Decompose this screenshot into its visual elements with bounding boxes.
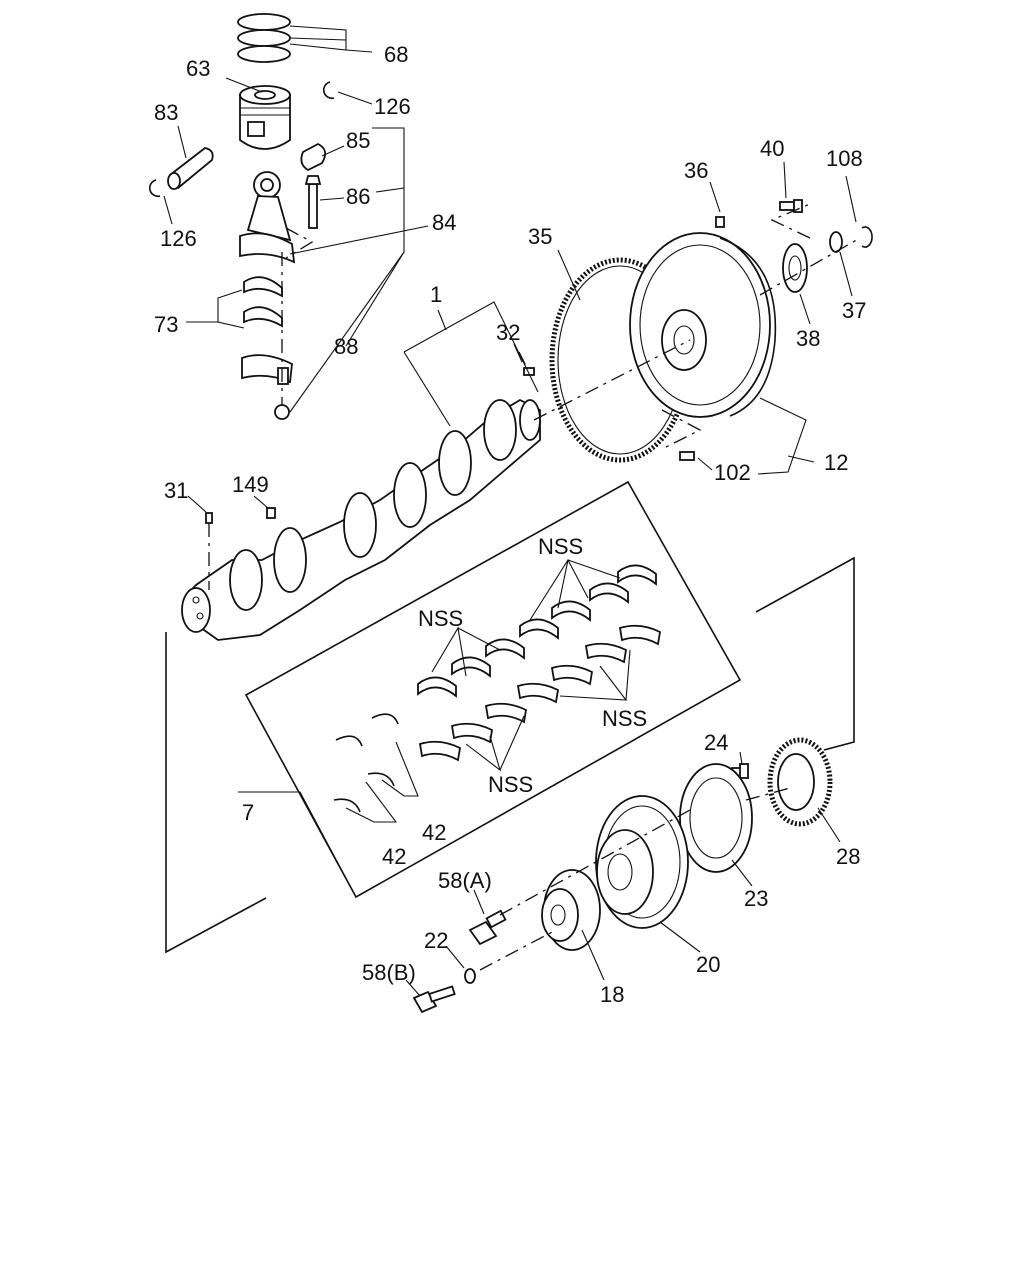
rod-nut — [274, 404, 290, 420]
label-nss-left: NSS — [418, 606, 463, 631]
crankshaft — [181, 398, 541, 641]
label-12: 12 — [824, 450, 848, 475]
nss-leaders — [431, 558, 631, 772]
label-126-lower: 126 — [160, 226, 197, 251]
snap-ring-lower — [148, 179, 161, 198]
timing-gear-28 — [767, 737, 833, 827]
label-36: 36 — [684, 158, 708, 183]
small-end-bushing — [300, 142, 327, 172]
label-22: 22 — [424, 928, 448, 953]
bolt-58b — [412, 985, 456, 1014]
dowel-pin-32 — [518, 351, 535, 376]
bolt-40 — [779, 199, 803, 213]
leader-lines — [163, 25, 857, 997]
pilot-bearing-38 — [782, 243, 808, 293]
label-58b: 58(B) — [362, 960, 416, 985]
piston — [239, 85, 291, 150]
rod-bearing-shells — [243, 276, 283, 328]
rod-bolt — [304, 175, 322, 229]
label-32: 32 — [496, 320, 520, 345]
damper-18 — [541, 869, 601, 951]
label-149: 149 — [232, 472, 269, 497]
label-35: 35 — [528, 224, 552, 249]
main-bearings-upper — [417, 564, 657, 698]
label-126-upper: 126 — [374, 94, 411, 119]
label-40: 40 — [760, 136, 784, 161]
label-73: 73 — [154, 312, 178, 337]
label-42-left: 42 — [382, 844, 406, 869]
main-bearings-lower — [418, 624, 661, 762]
label-18: 18 — [600, 982, 624, 1007]
connecting-rod — [239, 171, 296, 264]
thrust-leaders — [345, 741, 419, 823]
snap-ring-108 — [861, 226, 873, 248]
label-31: 31 — [164, 478, 188, 503]
label-84: 84 — [432, 210, 456, 235]
rod-cap — [241, 354, 293, 385]
label-68: 68 — [384, 42, 408, 67]
bolt-58a — [468, 909, 507, 946]
label-63: 63 — [186, 56, 210, 81]
label-85: 85 — [346, 128, 370, 153]
label-24: 24 — [704, 730, 728, 755]
flywheel-bolts-102 — [679, 451, 695, 461]
label-108: 108 — [826, 146, 863, 171]
label-28: 28 — [836, 844, 860, 869]
thrust-washers — [333, 713, 399, 813]
plate-23 — [679, 763, 753, 873]
label-nss-right: NSS — [602, 706, 647, 731]
dowel-pin-31 — [205, 512, 213, 590]
label-1: 1 — [430, 282, 442, 307]
label-nss-top: NSS — [538, 534, 583, 559]
label-7: 7 — [242, 800, 254, 825]
label-nss-bottom: NSS — [488, 772, 533, 797]
label-38: 38 — [796, 326, 820, 351]
crank-pulley-20 — [595, 795, 689, 929]
piston-pin — [167, 147, 214, 190]
plug-149 — [266, 507, 276, 519]
label-86: 86 — [346, 184, 370, 209]
label-83: 83 — [154, 100, 178, 125]
snap-ring-upper — [322, 81, 335, 100]
label-20: 20 — [696, 952, 720, 977]
piston-rings — [237, 13, 291, 63]
label-88: 88 — [334, 334, 358, 359]
flywheel-pin-36 — [715, 216, 725, 228]
main-bearing-box — [244, 480, 742, 899]
label-58a: 58(A) — [438, 868, 492, 893]
label-42-right: 42 — [422, 820, 446, 845]
label-37: 37 — [842, 298, 866, 323]
part-labels: 68 63 126 83 85 86 126 84 73 88 1 32 35 … — [154, 42, 866, 1007]
label-23: 23 — [744, 886, 768, 911]
washer-22 — [464, 968, 476, 984]
flywheel — [629, 232, 777, 418]
label-102: 102 — [714, 460, 751, 485]
